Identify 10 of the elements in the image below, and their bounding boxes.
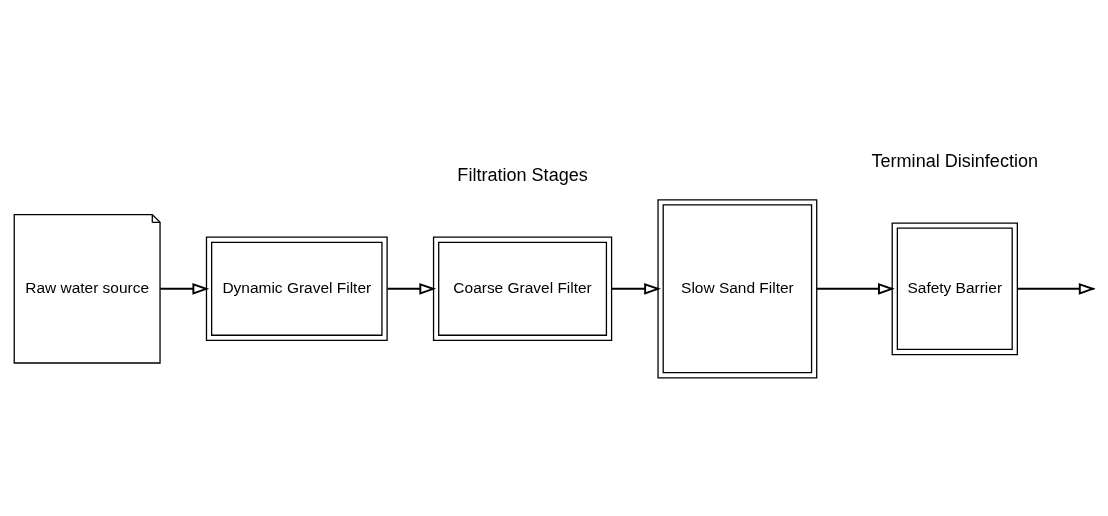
label: Terminal Disinfection (871, 150, 1039, 171)
arrow (815, 282, 895, 295)
label: Filtration Stages (457, 164, 588, 185)
node-box: Dynamic Gravel Filter (205, 236, 388, 341)
node-box: Coarse Gravel Filter (432, 236, 613, 341)
arrow (611, 282, 661, 295)
arrow (386, 282, 437, 295)
arrow (159, 282, 210, 295)
node-box: Slow Sand Filter (657, 198, 818, 378)
node-box: Safety Barrier (891, 221, 1018, 355)
